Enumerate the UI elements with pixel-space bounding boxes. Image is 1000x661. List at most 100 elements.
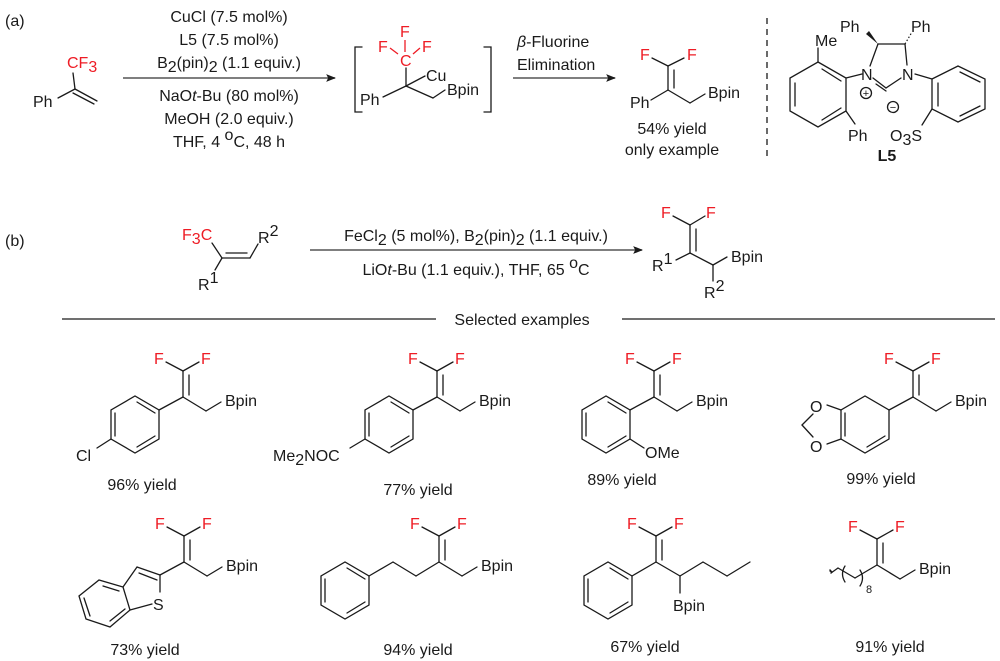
atom-label: F <box>625 351 635 368</box>
atom-label: F <box>457 516 467 533</box>
yield-note: only example <box>625 142 719 159</box>
bond-line <box>653 396 678 412</box>
copper-label: Cu <box>426 68 446 85</box>
bond-line <box>415 561 440 577</box>
bond-line <box>609 567 629 580</box>
substrate-b: F3C R2 R1 <box>182 223 279 294</box>
bond-line <box>182 361 200 372</box>
bond-line <box>629 396 655 411</box>
atom-label: F <box>706 205 716 222</box>
example-2-methoxyphenyl: F F Bpin OMe 89% yield <box>581 351 728 489</box>
bond-line <box>349 438 366 449</box>
bond-line <box>483 46 492 113</box>
copper-intermediate: F F F C Cu Bpin Ph <box>354 24 492 113</box>
bond-line <box>676 401 693 412</box>
bond-line <box>438 561 463 577</box>
bond-line <box>607 435 627 448</box>
bond-line <box>712 256 728 266</box>
atom-label: F3C <box>182 227 212 248</box>
atom-label: F <box>154 351 164 368</box>
bond-line <box>206 566 223 577</box>
bond-line <box>959 105 981 117</box>
bond-line <box>959 71 981 83</box>
product-b-general: F F R1 Bpin R2 <box>652 205 763 302</box>
bond-line <box>826 404 842 411</box>
bond-line <box>459 401 476 412</box>
example-phenethyl: F F Bpin 94% yield <box>320 516 513 659</box>
example-4-dimethylcarbamoylphenyl: F F Bpin Me2NOC 77% yield <box>273 351 511 499</box>
bond-line <box>436 396 461 412</box>
yield-label: 99% yield <box>846 471 915 488</box>
atom-label: + <box>863 88 869 100</box>
bond-line <box>110 395 160 454</box>
atom-label: N <box>902 67 914 84</box>
bond-line <box>931 65 986 123</box>
atom-label: R1 <box>198 270 219 294</box>
bond-line <box>74 88 98 102</box>
bond-line <box>211 242 223 259</box>
bond-line <box>183 561 208 577</box>
bond-line <box>866 435 886 448</box>
atom-label: F <box>687 47 697 64</box>
atom-label: C <box>400 53 412 70</box>
bond-line <box>405 85 434 99</box>
atom-label: N <box>861 67 873 84</box>
bpin-label: Bpin <box>447 82 479 99</box>
bond-line <box>837 567 856 579</box>
bond-line <box>841 565 846 583</box>
atom-label: − <box>890 102 896 114</box>
atom-label: F <box>884 351 894 368</box>
atom-label: R1 <box>652 251 673 275</box>
bond-line <box>821 107 842 121</box>
bond-line <box>921 108 933 126</box>
step-elimination: Elimination <box>517 57 595 74</box>
example-4-chlorophenyl: F F Bpin Cl 96% yield <box>76 351 257 494</box>
atom-label: O <box>810 399 822 416</box>
atom-label: S <box>153 597 164 614</box>
cf3-group: CF3 <box>67 55 97 76</box>
bond-line <box>655 561 681 577</box>
bond-line <box>136 435 156 448</box>
bond-line <box>899 569 916 580</box>
bond-line <box>419 361 438 372</box>
atom-label: Bpin <box>479 393 511 410</box>
condition-base: NaOt-Bu (80 mol%) <box>159 88 299 105</box>
bond-line <box>655 526 673 537</box>
bond-line <box>904 43 908 66</box>
atom-label: Bpin <box>226 558 258 575</box>
bond-line <box>412 396 438 411</box>
atom-label: F <box>202 516 212 533</box>
atom-label: F <box>410 516 420 533</box>
ligand-l5: Me Ph N N Ph Ph + − O3S L5 <box>789 19 986 165</box>
phenyl-label: Ph <box>33 94 53 111</box>
ligand-name: L5 <box>878 148 897 165</box>
bond-line <box>159 561 185 576</box>
bond-line <box>136 566 161 576</box>
atom-label: F <box>400 24 410 41</box>
bond-line <box>214 257 223 271</box>
bond-line <box>389 47 399 55</box>
bond-line <box>354 46 363 113</box>
bond-line <box>651 57 669 67</box>
bond-line <box>912 361 930 372</box>
atom-label: Bpin <box>481 558 513 575</box>
bond-line <box>914 73 933 80</box>
bond-line <box>667 57 685 67</box>
atom-label: F <box>408 351 418 368</box>
bond-line <box>629 438 645 449</box>
bond-line <box>438 526 456 537</box>
bond-line <box>412 47 421 55</box>
bond-line <box>72 72 76 90</box>
bond-line <box>436 361 454 372</box>
atom-label: F <box>422 39 432 56</box>
bond-line <box>904 31 913 45</box>
bond-line <box>57 88 76 99</box>
bond-line <box>840 395 890 454</box>
yield-label: 96% yield <box>107 477 176 494</box>
atom-label: Bpin <box>708 85 740 102</box>
example-benzothiophen-2-yl: F F Bpin S 73% yield <box>78 516 258 659</box>
atom-label: Ph <box>848 128 868 145</box>
atom-label: Bpin <box>225 393 257 410</box>
bond-line <box>158 396 184 411</box>
